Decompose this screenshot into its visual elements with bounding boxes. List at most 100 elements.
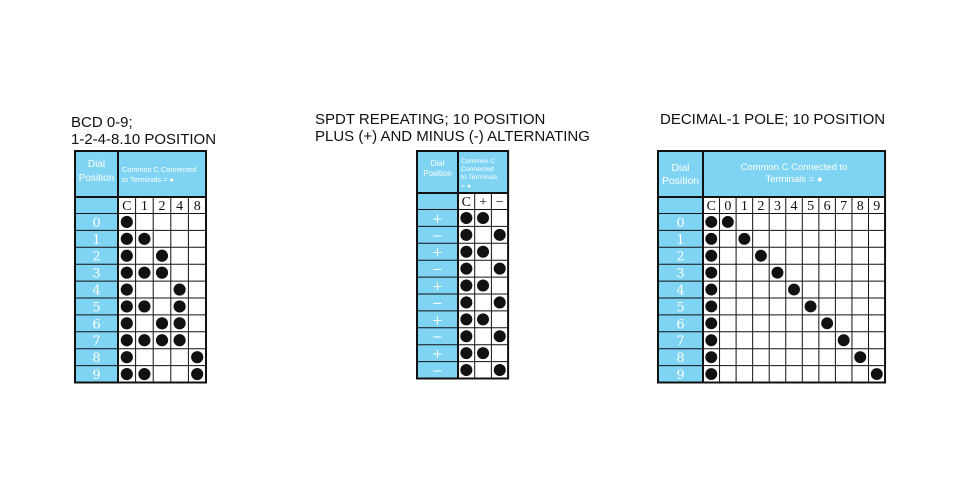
- connection-dot: [493, 228, 506, 241]
- dial-position-label: −: [432, 364, 443, 379]
- common-connected-header-line: = ●: [461, 183, 471, 190]
- connection-dot: [870, 368, 883, 381]
- connection-dot: [155, 249, 169, 262]
- terminal-column-label: C: [462, 195, 471, 210]
- connection-dot: [705, 317, 718, 330]
- dial-position-label: 2: [676, 250, 684, 265]
- terminal-column-label: +: [479, 195, 487, 210]
- dial-position-label: 5: [676, 300, 684, 315]
- connection-dot: [460, 262, 473, 275]
- terminal-column-label: 5: [807, 199, 814, 214]
- connection-dot: [477, 313, 490, 326]
- terminal-column-label: 8: [194, 199, 201, 214]
- connection-dot: [120, 300, 133, 313]
- left-header-fill: [658, 151, 703, 198]
- connection-dot: [705, 368, 718, 381]
- dial-position-label: 1: [92, 233, 100, 248]
- terminal-column-label: 2: [159, 199, 166, 214]
- connection-dot: [155, 334, 169, 347]
- connection-dot: [173, 283, 186, 296]
- dial-position-label: 7: [676, 334, 684, 349]
- connection-dot: [705, 232, 718, 245]
- dial-position-header-line: Dial: [671, 163, 689, 174]
- connection-dot: [120, 334, 133, 347]
- connection-dot: [120, 215, 133, 229]
- right-header-fill: [118, 151, 206, 197]
- bcd-title-line-1: BCD 0-9;: [71, 114, 133, 131]
- connection-dot: [191, 367, 204, 381]
- terminal-column-label: 8: [857, 199, 864, 214]
- dial-position-label: 0: [676, 216, 684, 231]
- connection-dot: [120, 317, 133, 330]
- connection-dot: [138, 334, 151, 347]
- spdt-title-line-2: PLUS (+) AND MINUS (-) ALTERNATING: [315, 128, 590, 145]
- connection-dot: [120, 367, 133, 381]
- terminal-column-label: C: [707, 199, 716, 214]
- connection-dot: [138, 300, 151, 313]
- terminal-column-label: 3: [774, 199, 781, 214]
- dial-position-column-fill: [75, 197, 118, 383]
- connection-dot: [191, 351, 204, 364]
- connection-dot: [705, 351, 718, 364]
- terminal-column-label: 1: [141, 199, 148, 214]
- connection-dot: [754, 249, 767, 262]
- left-header-fill: [75, 151, 118, 197]
- dial-position-label: +: [432, 212, 443, 227]
- connection-dot: [460, 313, 473, 326]
- terminal-column-label: 4: [791, 199, 798, 214]
- left-header-fill: [416, 151, 458, 194]
- terminal-column-label: 7: [840, 199, 847, 214]
- connection-dot: [155, 317, 169, 330]
- right-header-fill: [702, 151, 886, 198]
- dial-position-label: +: [432, 279, 443, 294]
- connection-dot: [854, 351, 867, 364]
- dial-position-column-fill: [658, 197, 703, 383]
- common-connected-header-line: Terminals = ●: [765, 174, 822, 185]
- terminal-column-label: C: [122, 199, 131, 214]
- connection-dot: [477, 211, 490, 224]
- connection-dot: [138, 266, 151, 279]
- common-connected-header-line: Common C: [461, 158, 495, 165]
- connection-dot: [705, 300, 718, 313]
- terminal-column-label: 1: [741, 199, 748, 214]
- common-connected-header-line: Common C Connected to: [741, 162, 848, 173]
- connection-dot: [705, 334, 718, 347]
- dial-position-label: 5: [92, 300, 100, 315]
- connection-dot: [705, 266, 718, 279]
- connection-dot: [477, 245, 490, 258]
- connection-dot: [705, 249, 718, 262]
- connection-dot: [138, 232, 151, 245]
- connection-dot: [771, 266, 784, 279]
- connection-dot: [120, 283, 133, 296]
- connection-dot: [120, 266, 133, 279]
- connection-dot: [173, 317, 186, 330]
- dial-position-label: +: [432, 246, 443, 261]
- dial-position-label: −: [432, 229, 443, 244]
- dial-position-label: 8: [676, 351, 684, 366]
- connection-dot: [788, 283, 800, 296]
- dial-position-column-fill: [416, 193, 458, 379]
- connection-dot: [120, 351, 133, 364]
- dial-position-label: 7: [92, 334, 100, 349]
- connection-dot: [738, 232, 751, 245]
- connection-dot: [477, 347, 490, 360]
- dial-position-label: −: [432, 330, 443, 345]
- connection-dot: [804, 300, 817, 313]
- connection-dot: [837, 334, 850, 347]
- dial-position-label: 4: [676, 283, 684, 298]
- common-connected-header-line: Connected: [461, 166, 494, 173]
- connection-dot: [460, 279, 473, 292]
- connection-dot: [705, 215, 718, 228]
- common-connected-header-line: to Terminals: [461, 174, 498, 181]
- dial-position-label: +: [432, 347, 443, 362]
- common-connected-header-line: to Terminals = ●: [122, 175, 174, 184]
- dial-position-label: 3: [676, 267, 684, 282]
- connection-dot: [460, 228, 473, 241]
- terminal-column-label: −: [496, 195, 504, 210]
- connection-dot: [493, 262, 506, 275]
